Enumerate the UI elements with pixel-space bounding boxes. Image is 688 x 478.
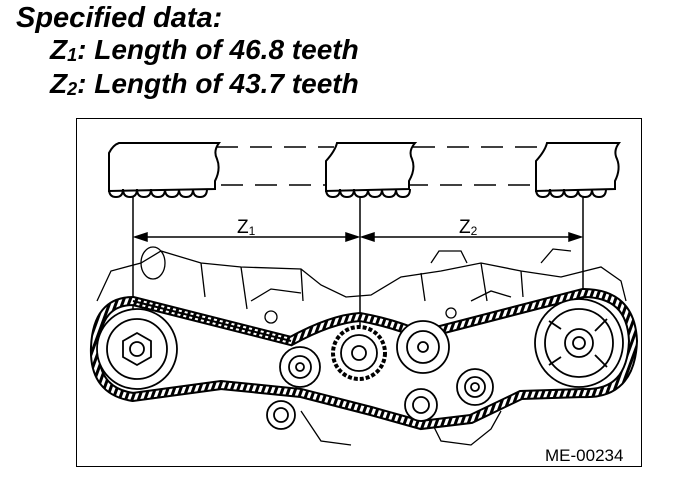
z1-spec-line: Z1: Length of 46.8 teeth (50, 34, 359, 66)
timing-belt-figure: Z1 Z2 (76, 118, 642, 467)
left-cam-pulley (96, 308, 178, 390)
belt-segment-center (325, 142, 418, 199)
dim-label-z2: Z2 (459, 217, 478, 238)
figure-code: ME-00234 (545, 446, 623, 465)
idler-pulleys (266, 320, 494, 430)
belt-segment-left (108, 142, 221, 199)
z2-subscript: 2 (67, 79, 78, 99)
crank-sprocket (331, 325, 387, 381)
specified-data-title: Specified data: (16, 2, 223, 34)
right-cam-pulley (534, 298, 624, 388)
belt-segment-right (535, 142, 621, 199)
z1-subscript: 1 (67, 45, 78, 65)
z2-spec-line: Z2: Length of 43.7 teeth (50, 68, 359, 100)
z2-length-text: : Length of 43.7 teeth (77, 68, 359, 99)
dimension-arrows (132, 231, 584, 243)
dim-label-z1: Z1 (237, 217, 256, 238)
belt-reference-dashed-line (216, 146, 541, 186)
z1-symbol: Z (50, 34, 68, 65)
engine-block-background (96, 246, 627, 446)
timing-belt (89, 287, 639, 431)
timing-belt-diagram: Z1 Z2 (89, 142, 639, 465)
z2-symbol: Z (50, 68, 68, 99)
z1-length-text: : Length of 46.8 teeth (77, 34, 359, 65)
